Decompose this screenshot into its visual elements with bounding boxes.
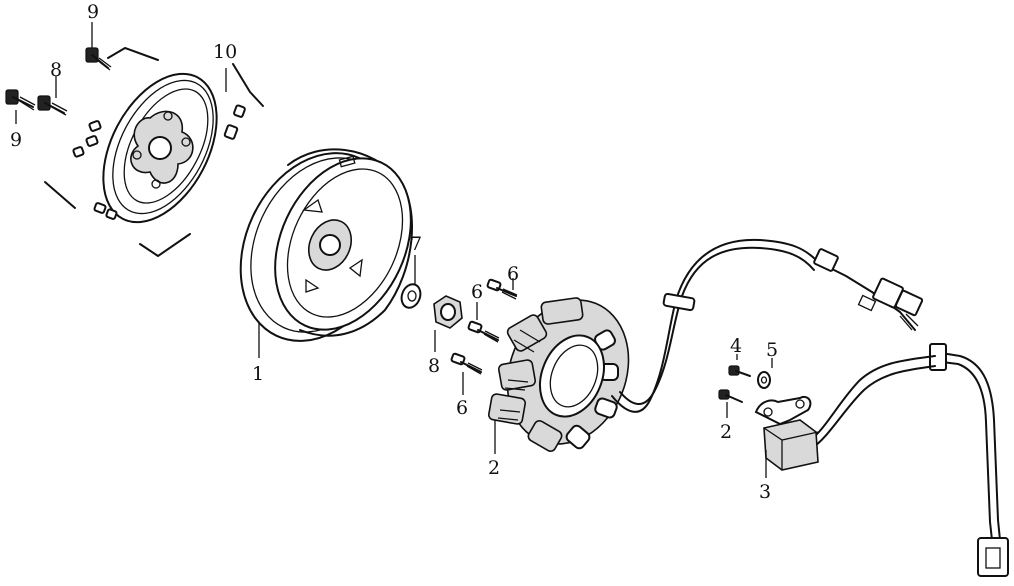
callout-6-top: 6 <box>507 263 519 285</box>
callout-7: 7 <box>410 233 422 255</box>
callout-5: 5 <box>766 339 778 361</box>
callout-10: 10 <box>213 41 237 63</box>
bolt-9-top <box>85 47 112 71</box>
leader-lines <box>15 22 773 478</box>
callout-8: 8 <box>428 355 440 377</box>
stator <box>487 297 630 452</box>
callout-9-top: 9 <box>87 1 99 23</box>
callout-8-left: 8 <box>50 59 62 81</box>
flywheel-rotor <box>239 148 413 342</box>
nut-8 <box>433 295 463 329</box>
callout-2-small: 2 <box>720 421 732 443</box>
wiring-harness <box>611 238 1009 577</box>
bolt-4 <box>728 365 751 377</box>
washer-7 <box>400 283 422 309</box>
callout-6-bottom: 6 <box>456 397 468 419</box>
callout-9-left: 9 <box>10 129 22 151</box>
bolt-6-bottom <box>450 352 483 375</box>
washer-5 <box>757 371 771 389</box>
bolt-6-top <box>486 278 518 300</box>
bolt-2-small <box>718 389 743 403</box>
bolt-8-left <box>37 95 68 116</box>
callout-6-middle: 6 <box>471 281 483 303</box>
callout-2: 2 <box>488 457 500 479</box>
callout-4: 4 <box>730 335 742 357</box>
callout-3: 3 <box>759 481 771 503</box>
pulser-coil <box>754 396 819 471</box>
bolt-6-middle <box>467 320 500 343</box>
starter-clutch-plate <box>44 47 264 257</box>
callout-1: 1 <box>252 363 264 385</box>
callout-labels: 9 8 9 10 1 7 8 6 6 6 2 4 5 2 3 <box>10 1 778 503</box>
bolt-9-left <box>5 89 36 111</box>
